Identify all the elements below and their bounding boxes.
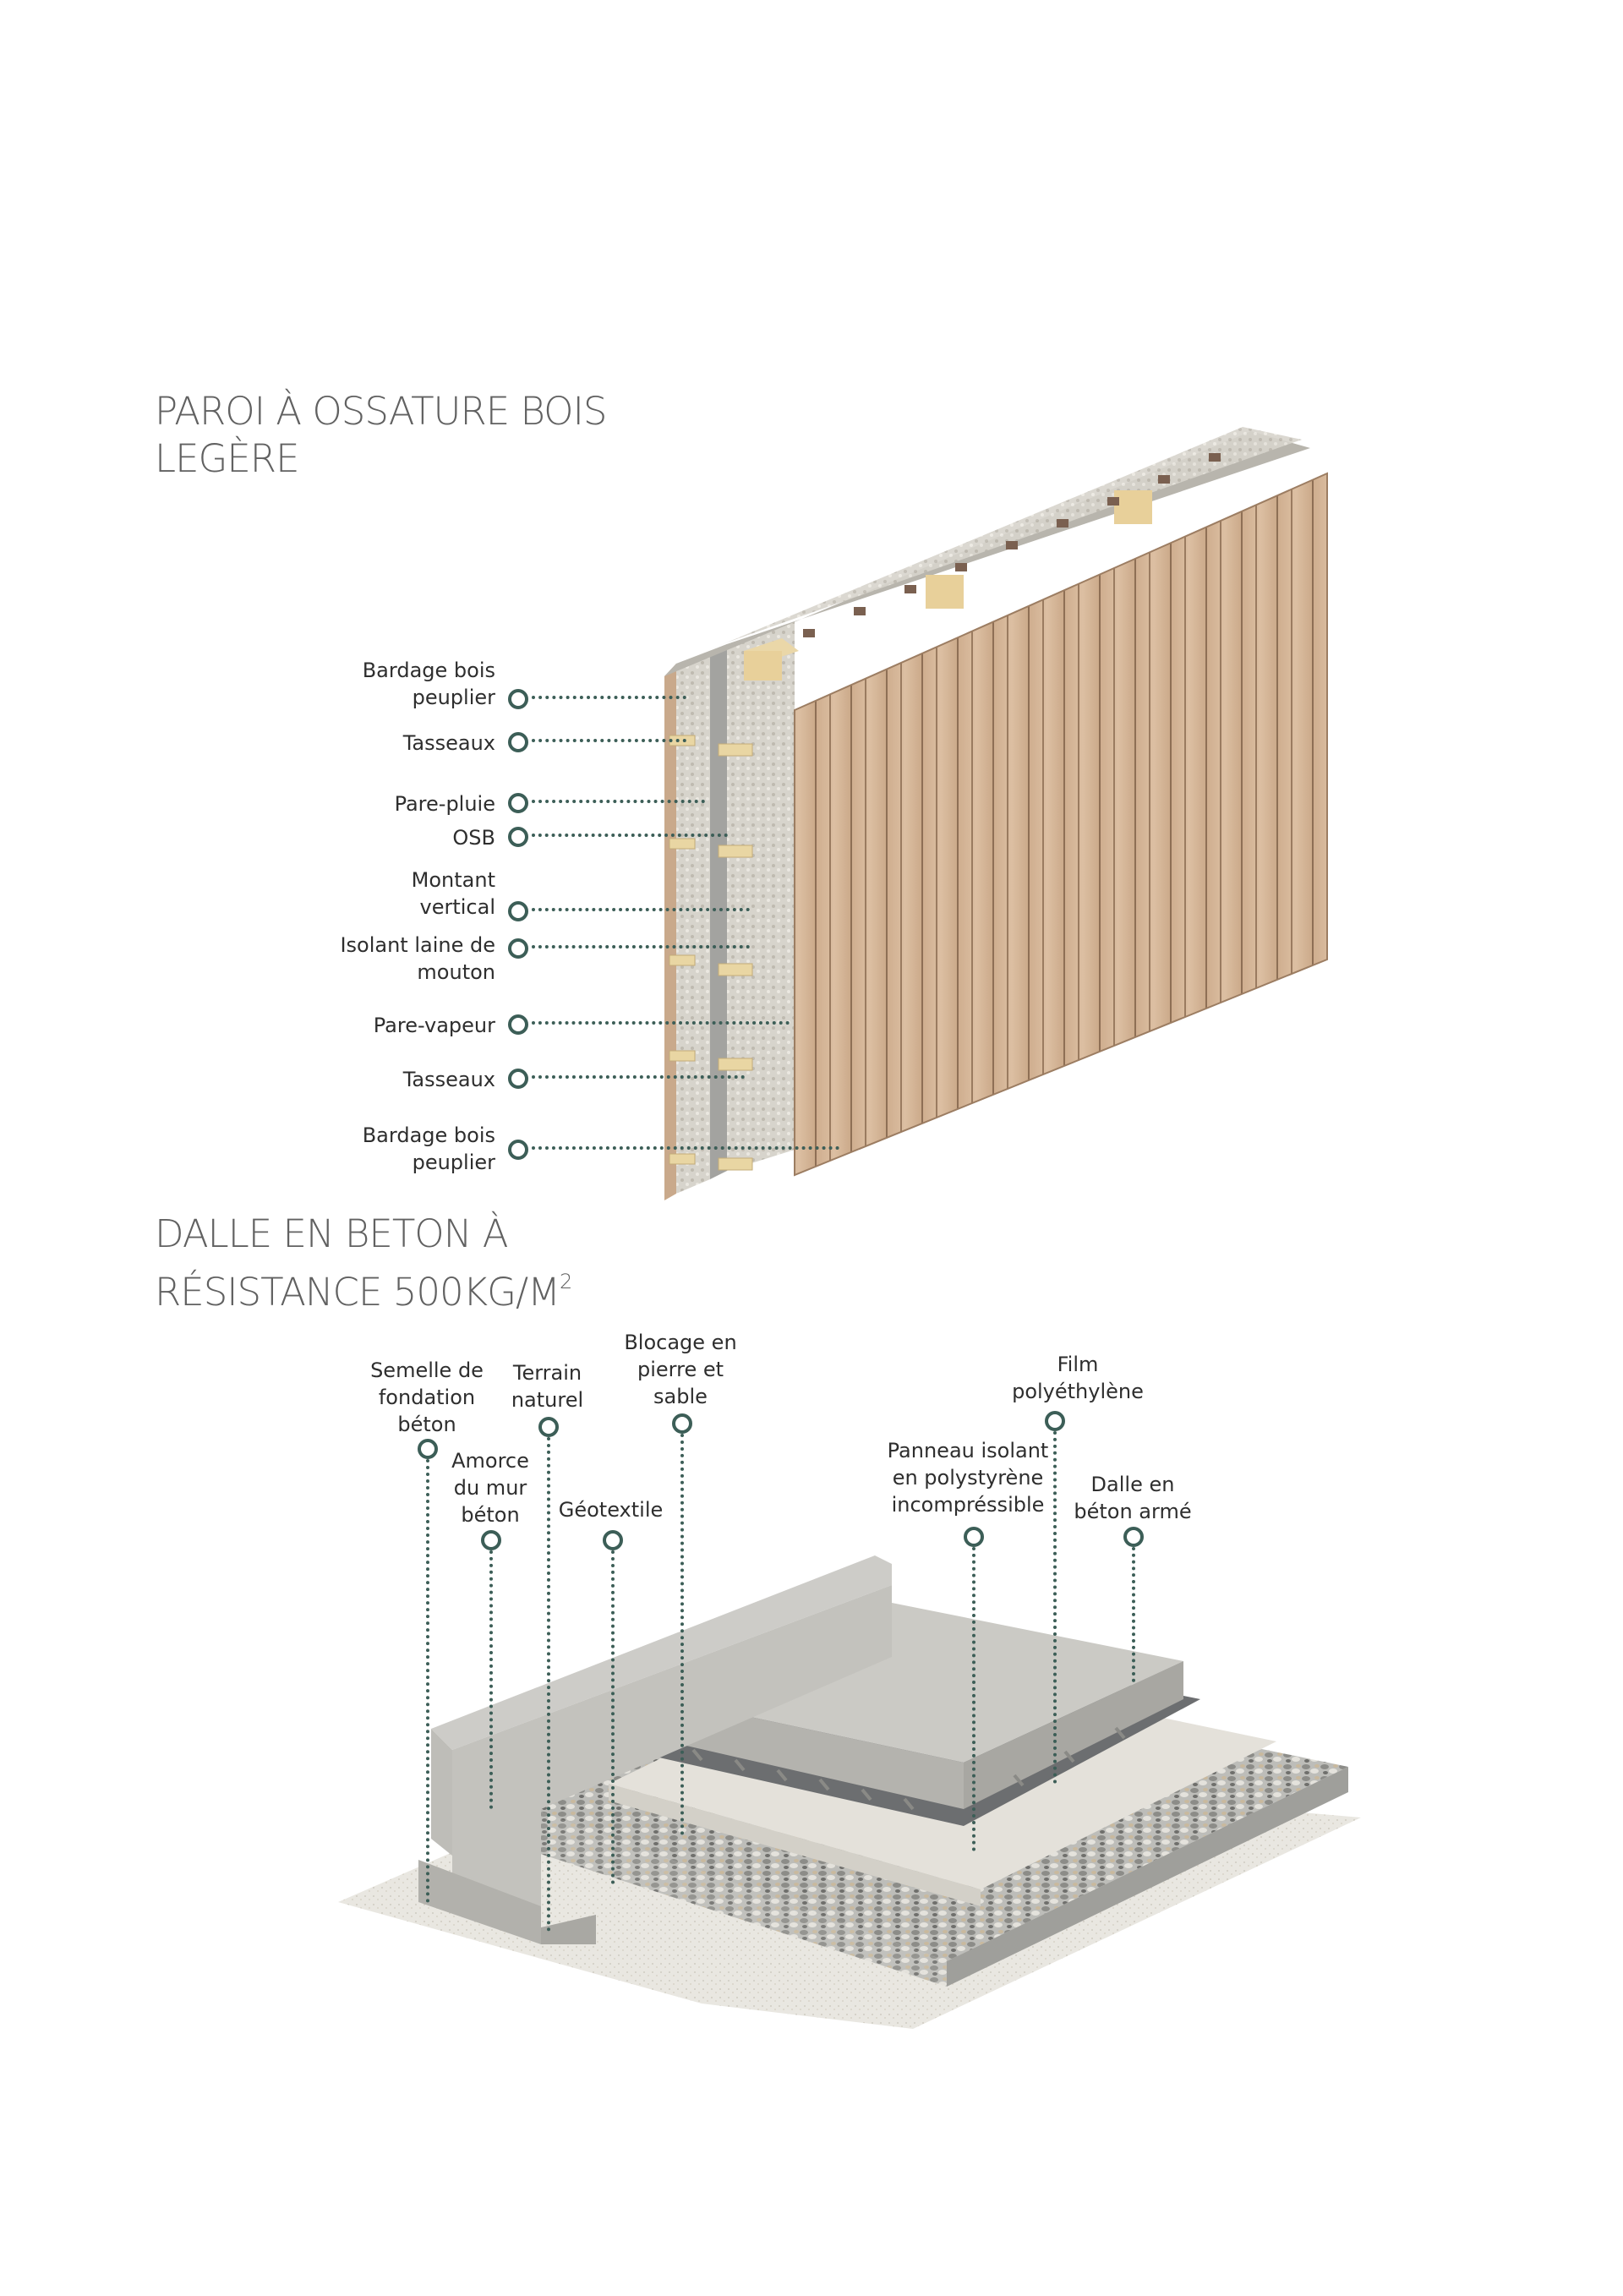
label-osb: OSB — [452, 826, 495, 850]
marker-osb-icon — [508, 827, 528, 847]
leader-osb — [532, 834, 728, 837]
leader-montant-vertical — [532, 908, 750, 911]
marker-bardage-exterieur-icon — [508, 689, 528, 709]
slab-title-line-2: RÉSISTANCE 500KG/M2 — [155, 1270, 572, 1315]
slab-section-illustration — [338, 1555, 1361, 2029]
marker-isolant-laine-icon — [508, 938, 528, 959]
label-dalle-beton: Dalle en béton armé — [1074, 1473, 1192, 1523]
label-bardage-exterieur: Bardage bois peuplier — [362, 659, 495, 709]
slab-title: DALLE EN BETON À RÉSISTANCE 500KG/M2 — [155, 1211, 572, 1316]
leader-pare-vapeur — [532, 1021, 790, 1025]
marker-bardage-interieur-icon — [508, 1140, 528, 1160]
leader-bardage-interieur — [532, 1146, 839, 1150]
leader-amorce-mur — [489, 1550, 493, 1809]
leader-tasseaux-exterieur — [532, 739, 686, 742]
slab-title-superscript: 2 — [559, 1270, 572, 1293]
wall-title-line-1: PAROI À OSSATURE BOIS — [155, 389, 607, 434]
leader-bardage-exterieur — [532, 696, 686, 699]
marker-film-polyethylene-icon — [1045, 1411, 1065, 1431]
marker-semelle-fondation-icon — [418, 1439, 438, 1459]
label-montant-vertical: Montant vertical — [411, 868, 495, 919]
label-film-polyethylene: Film polyéthylène — [1012, 1353, 1144, 1403]
marker-geotextile-icon — [603, 1530, 623, 1550]
leader-pare-pluie — [532, 800, 705, 803]
label-panneau-isolant: Panneau isolant en polystyrène incomprés… — [887, 1439, 1049, 1517]
leader-film-polyethylene — [1053, 1431, 1057, 1784]
marker-pare-vapeur-icon — [508, 1014, 528, 1035]
leader-panneau-isolant — [972, 1547, 975, 1851]
wall-title-line-2: LEGÈRE — [155, 436, 300, 481]
marker-dalle-beton-icon — [1123, 1527, 1144, 1547]
leader-tasseaux-interieur — [532, 1075, 745, 1079]
label-blocage-pierre: Blocage en pierre et sable — [624, 1331, 737, 1408]
leader-geotextile — [611, 1550, 615, 1884]
label-bardage-interieur: Bardage bois peuplier — [362, 1123, 495, 1174]
leader-dalle-beton — [1132, 1547, 1135, 1682]
marker-terrain-naturel-icon — [538, 1417, 559, 1437]
marker-amorce-mur-icon — [481, 1530, 501, 1550]
marker-blocage-pierre-icon — [672, 1413, 692, 1434]
leader-semelle-fondation — [426, 1459, 429, 1903]
marker-tasseaux-interieur-icon — [508, 1069, 528, 1089]
leader-terrain-naturel — [547, 1437, 550, 1932]
wall-title: PAROI À OSSATURE BOIS LEGÈRE — [155, 388, 607, 483]
slab-title-line-1: DALLE EN BETON À — [155, 1211, 508, 1256]
label-tasseaux-interieur: Tasseaux — [402, 1068, 495, 1091]
label-tasseaux-exterieur: Tasseaux — [402, 731, 495, 755]
label-semelle-fondation: Semelle de fondation béton — [370, 1358, 484, 1436]
label-pare-vapeur: Pare-vapeur — [373, 1014, 495, 1037]
leader-isolant-laine — [532, 945, 750, 948]
label-geotextile: Géotextile — [558, 1498, 664, 1522]
marker-panneau-isolant-icon — [964, 1527, 984, 1547]
leader-blocage-pierre — [680, 1434, 684, 1835]
label-amorce-mur: Amorce du mur béton — [451, 1449, 529, 1527]
marker-montant-vertical-icon — [508, 901, 528, 921]
marker-tasseaux-exterieur-icon — [508, 732, 528, 752]
label-terrain-naturel: Terrain naturel — [511, 1361, 584, 1412]
wall-section-illustration — [664, 427, 1328, 1200]
label-isolant-laine: Isolant laine de mouton — [340, 933, 495, 984]
marker-pare-pluie-icon — [508, 793, 528, 813]
label-pare-pluie: Pare-pluie — [394, 792, 495, 816]
